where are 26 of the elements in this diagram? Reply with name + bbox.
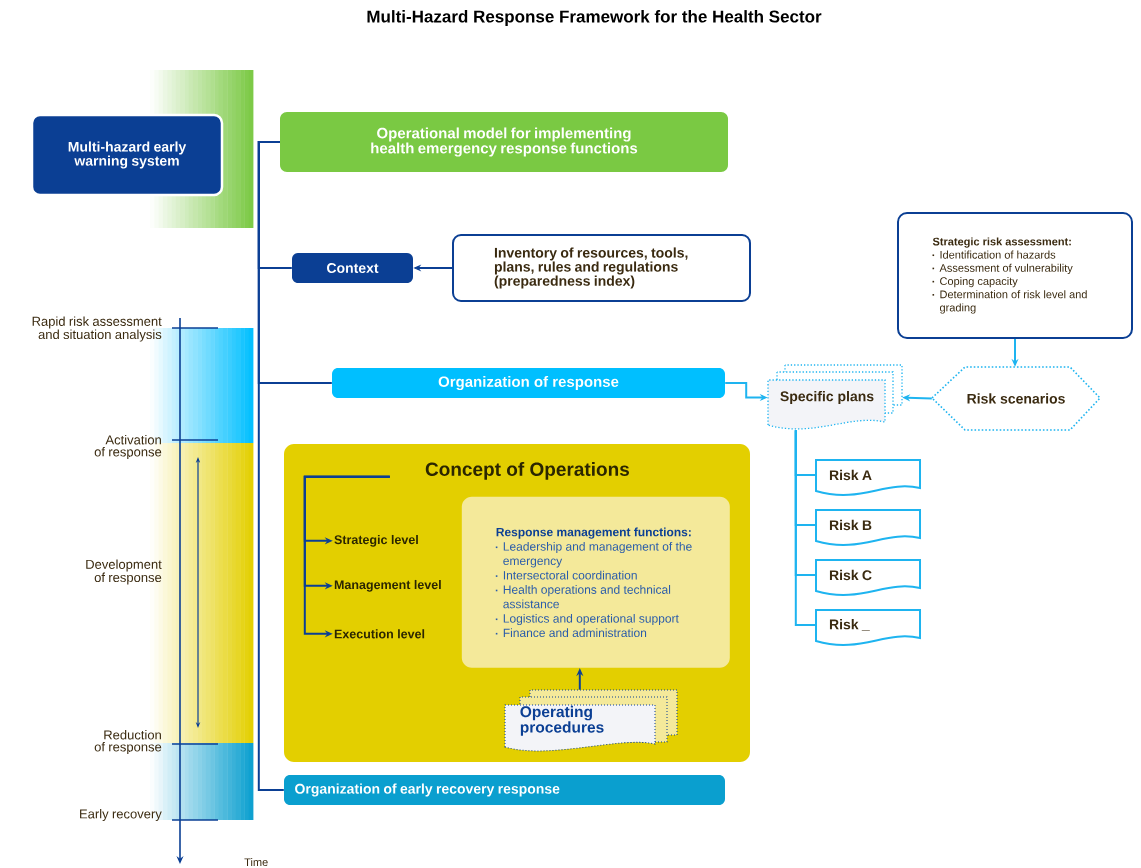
risk-document: Risk C xyxy=(815,559,921,596)
functions-box: Response management functions: Leadership and management of the emergency Intersectoral coordination Health operations and technical assistance Logistics and operational support Finance and administration xyxy=(461,496,730,668)
connector xyxy=(257,141,285,791)
phase-label: Rapid risk assessment and situation analysis xyxy=(32,316,162,342)
phase-label: Time xyxy=(244,858,268,867)
risk-document: Risk _ xyxy=(815,609,921,646)
risk-document: Risk B xyxy=(815,509,921,546)
title: Multi-Hazard Response Framework for the Health Sector xyxy=(367,10,822,26)
phase-label: Early recovery xyxy=(80,808,162,822)
context-box: Context xyxy=(292,253,413,283)
document-stack: Operating procedures xyxy=(504,689,678,752)
recovery-box: Organization of early recovery response xyxy=(284,775,725,805)
risk-assessment-box: Strategic risk assessment: Identification of hazards Assessment of vulnerability Coping capacity Determination of risk level and grading xyxy=(897,212,1133,339)
phase-label: Development of response xyxy=(86,559,162,585)
model-box: Operational model for implementing health emergency response functions xyxy=(280,112,728,172)
phase-label: Reduction of response xyxy=(94,729,162,755)
level-label: Strategic level xyxy=(334,534,418,547)
risk-document: Risk A xyxy=(815,459,921,496)
document-stack: Specific plans xyxy=(767,364,903,430)
inventory-box: Inventory of resources, tools, plans, rules and regulations (preparedness index) xyxy=(452,234,751,302)
connector xyxy=(794,429,817,626)
level-label: Execution level xyxy=(334,629,425,639)
phase-label: Activation of response xyxy=(94,434,162,460)
response-box: Organization of response xyxy=(332,368,725,398)
warning-system-box: Multi-hazard early warning system xyxy=(30,113,224,197)
level-label: Management level xyxy=(334,579,441,592)
